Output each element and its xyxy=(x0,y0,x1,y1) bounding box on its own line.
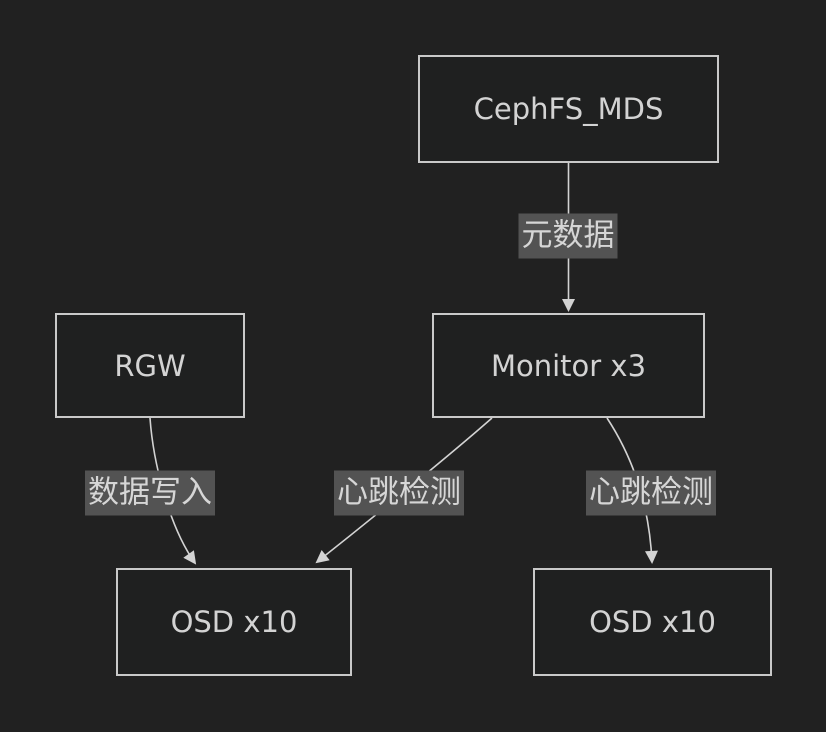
edge-label-heartbeat-right: 心跳检测 xyxy=(586,470,716,516)
node-osd-right-label: OSD x10 xyxy=(589,605,716,639)
edge-label-metadata: 元数据 xyxy=(518,213,618,259)
edge-label-data-write: 数据写入 xyxy=(85,470,215,516)
node-rgw-label: RGW xyxy=(114,348,186,383)
node-osd-right: OSD x10 xyxy=(533,568,772,676)
node-osd-left-label: OSD x10 xyxy=(170,605,298,639)
node-osd-left: OSD x10 xyxy=(116,568,352,676)
node-rgw: RGW xyxy=(55,313,245,418)
node-cephfs-mds: CephFS_MDS xyxy=(418,55,719,163)
node-monitor: Monitor x3 xyxy=(432,313,705,418)
node-cephfs-mds-label: CephFS_MDS xyxy=(473,92,664,126)
edge-label-heartbeat-left: 心跳检测 xyxy=(334,470,464,516)
node-monitor-label: Monitor x3 xyxy=(490,348,647,383)
